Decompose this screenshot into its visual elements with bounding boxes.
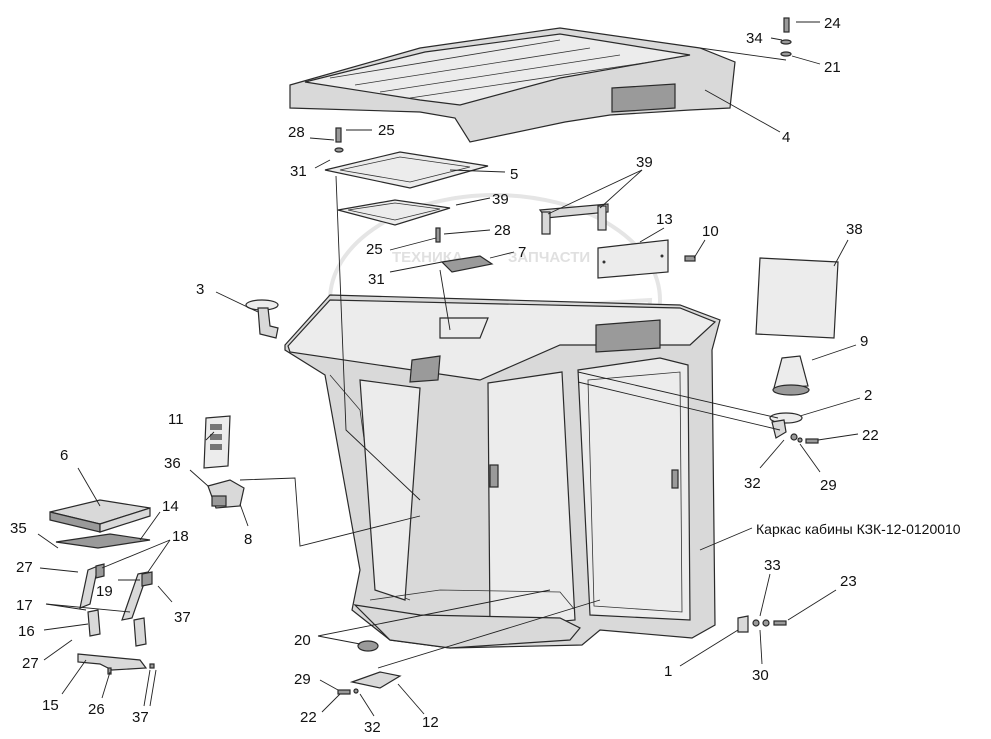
frame-caption: Каркас кабины КЗК-12-0120010	[756, 521, 961, 537]
callout-13: 13	[656, 211, 673, 228]
beacon-lamp	[772, 355, 810, 396]
callout-22-bottom: 22	[300, 709, 317, 726]
callout-15: 15	[42, 697, 59, 714]
callout-7: 7	[518, 244, 526, 261]
callout-35: 35	[10, 520, 27, 537]
leader-lines	[37, 21, 861, 717]
left-bracket	[245, 299, 279, 339]
callout-37-right: 37	[174, 609, 191, 626]
callout-11: 11	[168, 411, 184, 428]
callout-14: 14	[162, 498, 179, 515]
callout-27-lower: 27	[22, 655, 39, 672]
bottom-small-parts	[337, 615, 787, 695]
callout-6: 6	[60, 447, 68, 464]
callout-28: 28	[288, 124, 305, 141]
callout-20: 20	[294, 632, 311, 649]
callout-labels: 24 34 21 4 28 25 31 5 39 39 25 28 7 31 1…	[10, 15, 879, 736]
roof-panel	[289, 27, 736, 143]
callout-12: 12	[422, 714, 439, 731]
callout-39-gasket: 39	[492, 191, 509, 208]
callout-4: 4	[782, 129, 790, 146]
callout-1: 1	[664, 663, 672, 680]
callout-26: 26	[88, 701, 105, 718]
callout-39-brackets: 39	[636, 154, 653, 171]
callout-9: 9	[860, 333, 868, 350]
callout-36: 36	[164, 455, 181, 472]
callout-16: 16	[18, 623, 35, 640]
callout-33: 33	[764, 557, 781, 574]
callout-2: 2	[864, 387, 872, 404]
callout-31: 31	[290, 163, 307, 180]
hatch-gasket	[337, 199, 451, 226]
side-panel	[755, 257, 839, 339]
mount-block	[207, 479, 245, 509]
cover-plate	[597, 239, 696, 279]
cab-frame	[284, 294, 721, 649]
callout-29-right: 29	[820, 477, 837, 494]
callout-25-lower: 25	[366, 241, 383, 258]
hinge-assembly	[77, 563, 155, 675]
callout-18: 18	[172, 528, 189, 545]
callout-23: 23	[840, 573, 857, 590]
callout-32-bottom: 32	[364, 719, 381, 736]
callout-17: 17	[16, 597, 33, 614]
callout-29-bottom: 29	[294, 671, 311, 688]
beacon-bracket	[769, 412, 819, 444]
callout-27-upper: 27	[16, 559, 33, 576]
watermark-right-text: ЗАПЧАСТИ	[508, 249, 590, 266]
callout-32-right: 32	[744, 475, 761, 492]
seat-cushion	[49, 499, 151, 533]
switch-box	[203, 415, 231, 469]
callout-5: 5	[510, 166, 518, 183]
callout-38: 38	[846, 221, 863, 238]
roof-bolt-stack	[780, 17, 792, 57]
callout-31-lower: 31	[368, 271, 385, 288]
callout-28-lower: 28	[494, 222, 511, 239]
small-plate	[435, 227, 494, 273]
callout-37-bottom: 37	[132, 709, 149, 726]
callout-30: 30	[752, 667, 769, 684]
floor-mat	[55, 533, 151, 549]
wall-brackets	[538, 203, 609, 235]
callout-25: 25	[378, 122, 395, 139]
callout-8: 8	[244, 531, 252, 548]
callout-24: 24	[824, 15, 841, 32]
roof-hatch-cover	[324, 127, 489, 189]
callout-3: 3	[196, 281, 204, 298]
callout-10: 10	[702, 223, 719, 240]
callout-21: 21	[824, 59, 841, 76]
callout-22-right: 22	[862, 427, 879, 444]
callout-19: 19	[96, 583, 113, 600]
callout-34: 34	[746, 30, 763, 47]
